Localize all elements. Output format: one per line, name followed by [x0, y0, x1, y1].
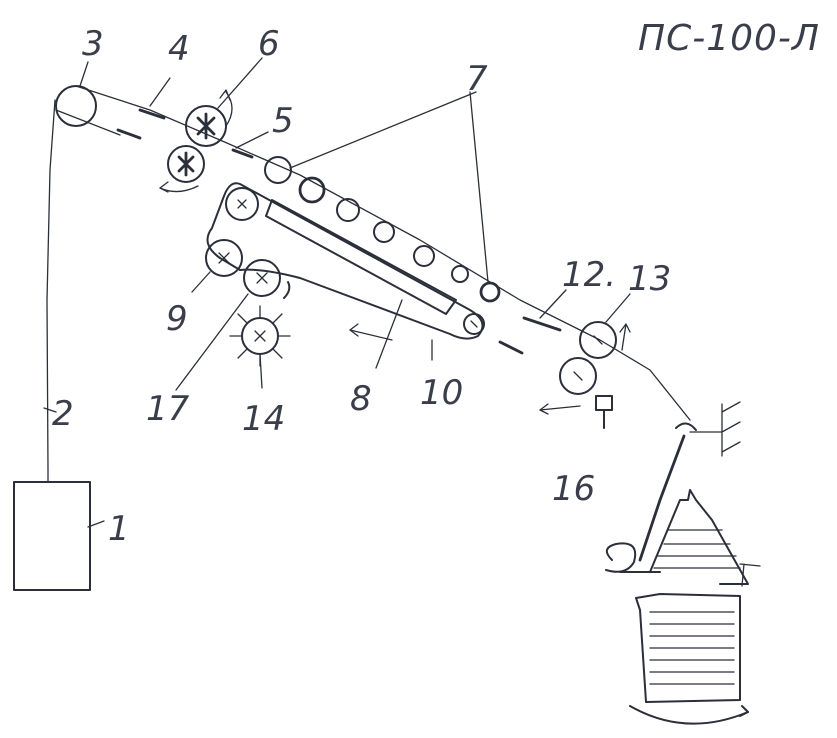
leader-5	[235, 131, 269, 149]
label-2: 2	[52, 394, 74, 434]
dash-c	[498, 340, 524, 355]
web-line-lower	[55, 109, 121, 136]
label-5: 5	[272, 101, 294, 141]
roller-7-4	[373, 221, 395, 243]
dash-b	[231, 148, 254, 159]
label-8: 8	[350, 379, 372, 419]
label-13: 13	[628, 259, 671, 299]
pulley-bracket	[689, 401, 741, 457]
dash-a	[116, 128, 142, 140]
leader-2	[43, 407, 57, 413]
label-1: 1	[108, 509, 130, 549]
conveyor-roller-end	[463, 313, 485, 335]
wire-2	[46, 99, 56, 483]
blade-4	[138, 108, 166, 120]
roller-7-5	[413, 245, 435, 267]
leader-4	[149, 77, 171, 107]
label-6: 6	[258, 24, 280, 64]
leader-12	[539, 289, 567, 319]
arrowhead-return	[349, 323, 359, 337]
pulley	[675, 422, 697, 431]
leader-7a	[289, 91, 477, 169]
label-9: 9	[166, 299, 188, 339]
conveyor-plate-8	[265, 199, 457, 315]
arrow-13	[619, 323, 631, 351]
label-16: 16	[552, 469, 595, 509]
drum-base-arrow	[629, 705, 749, 725]
leader-7b	[469, 91, 489, 283]
conveyor-frame-10	[206, 182, 484, 340]
star-6-upper	[196, 112, 216, 140]
bar-12	[522, 316, 562, 332]
cone-outline	[619, 489, 749, 585]
label-4: 4	[168, 29, 190, 69]
label-17: 17	[146, 389, 190, 429]
arrowhead-16	[539, 403, 549, 415]
roller-13-lower	[559, 357, 597, 395]
arrowhead-6	[219, 89, 231, 101]
roller-17	[243, 259, 281, 297]
conveyor-roller-top-mark	[237, 199, 247, 209]
leader-8	[375, 299, 403, 369]
leader-17	[175, 293, 249, 391]
arrow-return	[349, 329, 393, 341]
web-line	[75, 85, 691, 421]
roller-7-2	[298, 176, 326, 204]
roller-17-mark	[256, 272, 268, 284]
brush-14-mark	[254, 330, 266, 342]
arrow-16	[539, 405, 581, 411]
roller-3	[55, 85, 97, 127]
roller-7-6	[451, 265, 469, 283]
conveyor-roller-top	[225, 187, 259, 221]
sensor-16	[595, 395, 613, 411]
roller-9	[205, 239, 243, 277]
leader-9	[191, 271, 211, 293]
roller-13-upper-mark	[593, 335, 603, 345]
web-down	[638, 434, 686, 562]
box-1	[13, 481, 91, 591]
label-14: 14	[242, 399, 285, 439]
label-7: 7	[466, 59, 488, 99]
leader-1	[87, 520, 105, 528]
arrow-17	[283, 281, 291, 299]
label-10: 10	[420, 373, 463, 413]
roller-7-3	[336, 198, 360, 222]
label-3: 3	[82, 24, 104, 64]
roller-6-lower	[167, 145, 205, 183]
drum-hatching	[649, 611, 735, 685]
conveyor-roller-end-mark	[470, 320, 478, 328]
drum-base-arrowhead	[739, 705, 749, 717]
leader-14	[259, 353, 263, 389]
roller-9-mark	[218, 252, 230, 264]
winder-handle	[605, 542, 637, 573]
star-6-lower	[177, 151, 195, 177]
diagram-title: ПС-100-Л	[638, 18, 820, 59]
label-12: 12.	[562, 255, 616, 295]
roller-7-1	[264, 156, 292, 184]
roller-13-lower-mark	[573, 371, 583, 381]
roller-13-upper	[579, 321, 617, 359]
drum-body	[635, 593, 741, 703]
leader-3	[79, 61, 89, 87]
cone-support	[739, 563, 761, 587]
leader-13	[605, 293, 631, 323]
roller-7-7	[479, 281, 501, 303]
arrowhead-lower-6	[159, 181, 169, 193]
cone-hatching	[653, 529, 741, 569]
leader-6	[217, 57, 263, 109]
